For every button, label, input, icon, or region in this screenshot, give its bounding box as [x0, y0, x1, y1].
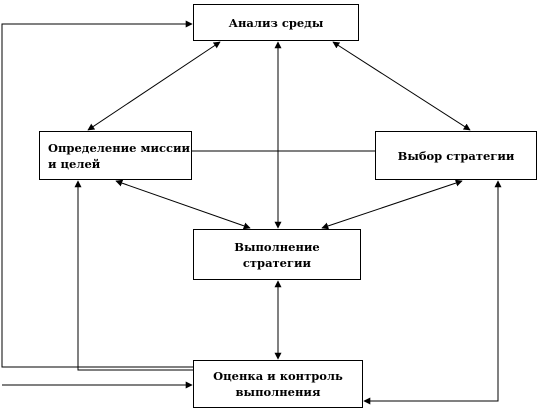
node-strategy-execution: Выполнение стратегии	[193, 229, 361, 280]
node-environment-analysis-label: Анализ среды	[228, 15, 324, 30]
node-strategy-choice-label: Выбор стратегии	[397, 148, 515, 163]
node-mission-definition-label-line1: Определение миссии	[48, 140, 191, 155]
node-evaluation-control-label-line2: выполнения	[235, 385, 321, 399]
arrow-choice-evaluation-loop	[363, 180, 502, 405]
arrow-analysis-mission	[87, 41, 221, 131]
arrow-evaluation-mission-loop	[74, 180, 193, 371]
node-strategy-choice: Выбор стратегии	[375, 131, 537, 180]
node-environment-analysis: Анализ среды	[193, 4, 359, 41]
arrow-analysis-choice	[332, 41, 471, 131]
arrow-evaluation-analysis-loop	[1, 20, 193, 368]
node-mission-definition: Определение миссии и целей	[39, 131, 192, 180]
node-strategy-execution-label-line1: Выполнение	[234, 239, 320, 254]
node-mission-definition-label-line2: и целей	[48, 156, 101, 171]
node-evaluation-control-label-line1: Оценка и контроль	[213, 369, 343, 383]
arrow-mission-execution	[115, 179, 251, 230]
node-evaluation-control: Оценка и контроль выполнения	[193, 360, 363, 408]
node-strategy-execution-label-line2: стратегии	[242, 255, 312, 270]
arrow-choice-execution	[321, 179, 463, 230]
